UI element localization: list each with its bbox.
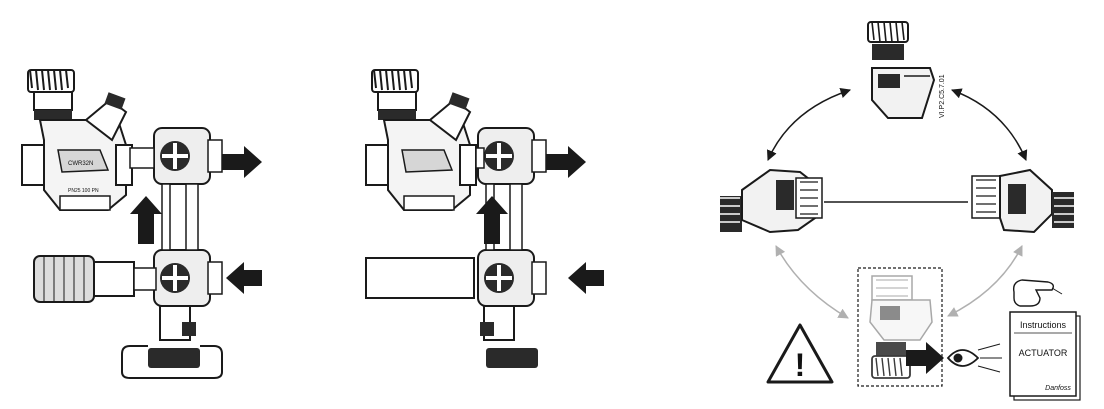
flow-arrow-in [568, 262, 604, 294]
rotation-arrow-bottom-left [775, 245, 849, 319]
panel-orientation-guide: VI.P2.C5.7.01 [720, 21, 1081, 401]
drain-fitting [480, 305, 538, 368]
view-arrow [906, 342, 944, 374]
spacer-pipe [365, 257, 475, 299]
panel-assembly-with-valve: CWR32N PN25 100 PN [21, 69, 262, 379]
balancing-valve [365, 92, 477, 211]
handwheel-lower [160, 263, 190, 293]
actuator-knob [371, 69, 419, 120]
flow-arrow-out [546, 146, 586, 178]
actuator-knob [27, 69, 75, 120]
flow-arrow-up [130, 196, 162, 244]
handwheel-upper [484, 141, 514, 171]
handwheel-upper [160, 141, 190, 171]
figure-code: VI.P2.C5.7.01 [939, 74, 946, 118]
flow-arrow-up [476, 196, 508, 244]
handwheel-lower [484, 263, 514, 293]
panel-assembly-with-spacer [365, 69, 604, 368]
valve-orientation-right [971, 168, 1074, 234]
warning-symbol: ! [795, 347, 806, 383]
valve-marking-1: CWR32N [68, 161, 93, 167]
instruction-manual: Instructions ACTUATOR Danfoss [1009, 311, 1081, 401]
manifold [129, 127, 223, 307]
manual-subtitle: ACTUATOR [1019, 348, 1068, 358]
balancing-valve: CWR32N PN25 100 PN [21, 92, 133, 211]
flow-arrow-in [226, 262, 262, 294]
valve-marking-2: PN25 100 PN [68, 188, 99, 194]
warning-triangle-icon: ! [766, 323, 834, 384]
manual-brand: Danfoss [1045, 385, 1071, 392]
rotation-arrow-top-right [951, 88, 1028, 161]
valve-orientation-top [867, 21, 936, 119]
recommended-orientation-box [857, 267, 943, 387]
eye-icon [946, 343, 1002, 373]
lower-connector [33, 255, 157, 303]
drain-fitting [121, 305, 223, 379]
pointing-hand-icon [1012, 279, 1063, 307]
rotation-arrow-bottom-right [947, 245, 1023, 317]
flow-arrow-out [222, 146, 262, 178]
rotation-arrow-top-left [767, 88, 851, 161]
valve-orientation-left [720, 168, 823, 234]
valve-orientation-bottom [869, 275, 933, 379]
manual-title: Instructions [1020, 320, 1067, 330]
manifold [475, 127, 547, 307]
